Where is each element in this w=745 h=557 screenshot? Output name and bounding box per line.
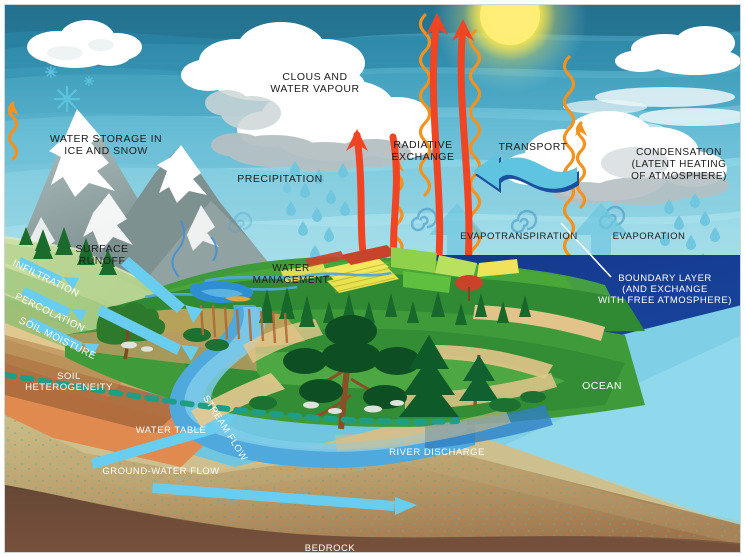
label-bedrock: BEDROCK <box>304 543 356 553</box>
label-ground-water-flow: GROUND-WATER FLOW <box>102 466 220 477</box>
label-clouds-water-vapour: CLOUS AND WATER VAPOUR <box>270 71 360 96</box>
label-water-storage-ice-snow: WATER STORAGE IN ICE AND SNOW <box>49 133 163 158</box>
continental-shelf <box>475 305 740 529</box>
label-river-discharge: RIVER DISCHARGE <box>389 447 485 458</box>
label-surface-runoff: SURFACE RUNOFF <box>75 243 129 268</box>
label-soil-heterogeneity: SOIL HETEROGENEITY <box>25 371 113 394</box>
flow-arrows <box>17 257 417 515</box>
figure-frame: WATER STORAGE IN ICE AND SNOW CLOUS AND … <box>4 4 741 553</box>
label-condensation: CONDENSATION (LATENT HEATING OF ATMOSPHE… <box>631 147 727 182</box>
label-water-management: WATER MANAGEMENT <box>252 263 330 286</box>
evaporation-arrow <box>573 203 629 277</box>
snowflake-icon-group <box>45 66 94 113</box>
cumulus-cloud-main <box>181 22 437 172</box>
boundary-layer-pointer <box>560 222 612 278</box>
forest-vegetation <box>19 227 546 430</box>
water-cycle-illustration <box>5 5 740 552</box>
water-table-line <box>5 372 460 425</box>
bedrock-layer <box>5 485 740 552</box>
label-ocean: OCEAN <box>582 380 622 392</box>
aquifer-layer <box>5 395 740 552</box>
label-water-table: WATER TABLE <box>135 425 207 436</box>
label-evaporation: EVAPORATION <box>612 231 686 242</box>
label-precipitation: PRECIPITATION <box>237 173 323 185</box>
rivers-and-streams <box>144 271 553 468</box>
label-radiative-exchange: RADIATIVE EXCHANGE <box>391 139 455 164</box>
label-transport: TRANSPORT <box>498 141 568 153</box>
transport-arrow <box>473 153 579 193</box>
condensation-cloud <box>503 111 729 205</box>
cloud-cluster-top-right <box>615 26 740 75</box>
cloud-cluster-top-left <box>27 20 142 68</box>
label-evapotranspiration: EVAPOTRANSPIRATION <box>460 231 578 242</box>
label-boundary-layer: BOUNDARY LAYER (AND EXCHANGE WITH FREE A… <box>598 273 732 307</box>
cloud-haze-right <box>563 87 740 136</box>
